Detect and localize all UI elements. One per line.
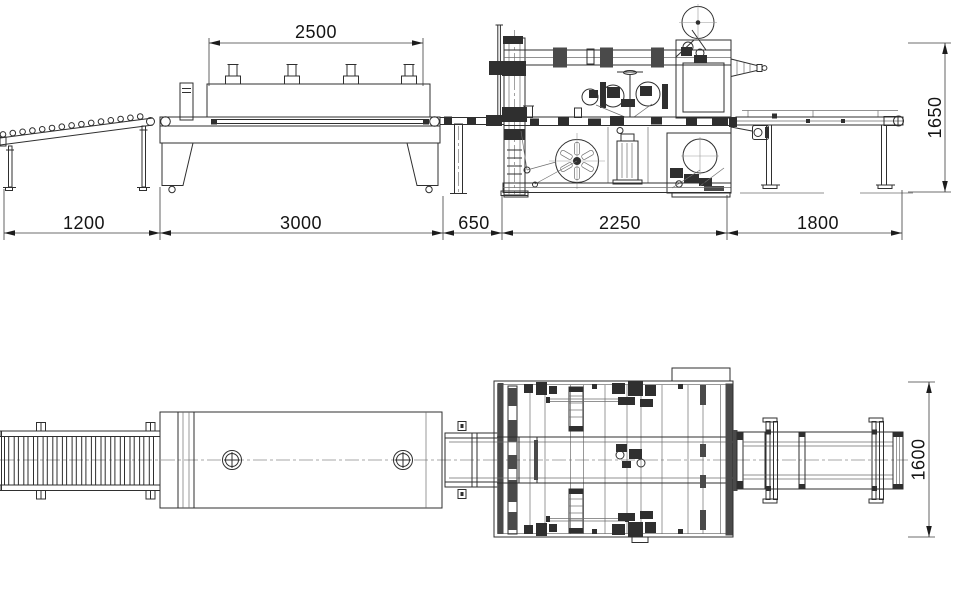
outfeed-conveyor-side <box>729 110 913 194</box>
side-view: 2500 1200 3000 650 2250 1800 <box>0 4 951 240</box>
lower-right-assembly <box>666 132 732 194</box>
plan-view: 1600 <box>0 367 935 543</box>
hood-posts <box>225 64 417 85</box>
tunnel-hood <box>206 83 431 118</box>
plan-leg-right <box>868 417 884 504</box>
outfeed-conveyor-plan <box>733 417 904 504</box>
film-clamp-bottom <box>568 488 584 534</box>
film-unwind-tower <box>675 29 732 119</box>
dim-label-line-height: 1650 <box>925 96 945 138</box>
tunnel-control-box <box>179 82 194 121</box>
tunnel-fan-right <box>393 450 413 470</box>
shrink-tunnel <box>159 64 441 194</box>
dim-line-width: 1600 <box>908 381 935 538</box>
machine-left-column <box>489 24 529 196</box>
feed-mechanism <box>581 70 668 118</box>
machine-plan <box>493 367 734 543</box>
infeed-conveyor-plan <box>0 422 161 500</box>
spoked-wheel <box>520 130 605 189</box>
tunnel-fan-left <box>222 450 242 470</box>
plan-leg-left <box>762 417 778 504</box>
machine-conveyor <box>504 105 731 126</box>
infeed-incline-conveyor <box>0 113 155 191</box>
dim-label-gap-length: 650 <box>458 213 490 233</box>
transfer-section <box>440 115 504 194</box>
film-roll <box>679 4 717 41</box>
tunnel-legs <box>161 142 439 194</box>
plan-rollers <box>4 436 155 486</box>
discharge-horn <box>730 58 768 78</box>
dim-hood-length: 2500 <box>208 22 424 86</box>
dim-label-outfeed-length: 1800 <box>797 213 839 233</box>
wrapping-machine <box>489 4 768 198</box>
dim-row-side: 1200 3000 650 2250 1800 <box>3 187 903 240</box>
film-clamp-top <box>568 386 584 432</box>
dim-line-height: 1650 <box>908 42 951 193</box>
dim-label-hood-length: 2500 <box>295 22 337 42</box>
tunnel-plan <box>159 411 443 509</box>
dim-label-line-width: 1600 <box>909 438 929 480</box>
dim-label-machine-length: 2250 <box>599 213 641 233</box>
dim-label-tunnel-length: 3000 <box>280 213 322 233</box>
drive-motor <box>607 127 649 185</box>
incline-rollers <box>0 113 144 138</box>
dim-label-infeed-length: 1200 <box>63 213 105 233</box>
